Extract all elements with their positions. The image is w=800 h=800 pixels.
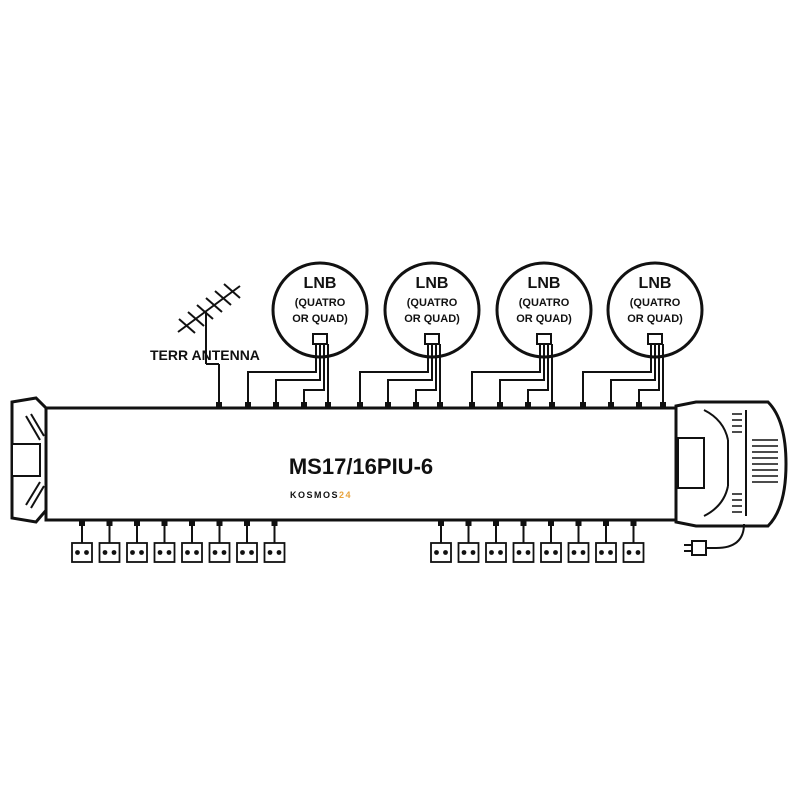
terrestrial-antenna-icon xyxy=(177,283,241,408)
lnb-subtitle-1: (QUATRO xyxy=(630,297,681,309)
input-connectors xyxy=(216,402,666,409)
output-socket-icon xyxy=(208,519,231,563)
lnb-2: LNB (QUATRO OR QUAD) xyxy=(359,261,481,408)
output-socket-icon xyxy=(98,519,121,563)
input-connector xyxy=(525,402,531,409)
right-end-cap xyxy=(674,400,788,528)
right-cap-vents xyxy=(732,413,778,513)
lnb-subtitle-2: OR QUAD) xyxy=(292,313,348,325)
input-connector xyxy=(413,402,419,409)
right-cap-slot xyxy=(677,437,705,489)
brand-logo: KOSMOS24 xyxy=(290,490,352,500)
input-connector xyxy=(580,402,586,409)
input-connector xyxy=(357,402,363,409)
output-socket-icon xyxy=(457,519,480,563)
lnb-cables xyxy=(582,333,664,408)
power-plug-icon xyxy=(684,523,745,556)
output-socket-icon xyxy=(71,519,93,563)
output-socket-icon xyxy=(512,519,535,563)
output-group-left xyxy=(71,519,286,563)
lnb-3: LNB (QUATRO OR QUAD) xyxy=(471,261,593,408)
input-connector xyxy=(301,402,307,409)
lnb-title: LNB xyxy=(528,275,561,292)
input-connector xyxy=(549,402,555,409)
lnb-subtitle-2: OR QUAD) xyxy=(516,313,572,325)
input-connector xyxy=(325,402,331,409)
lnb-1: LNB (QUATRO OR QUAD) xyxy=(247,261,369,408)
output-socket-icon xyxy=(236,519,258,563)
lnb-cables xyxy=(471,333,553,408)
brand-suffix: 24 xyxy=(339,490,352,500)
input-connector xyxy=(273,402,279,409)
multiswitch-unit: MS17/16PIU-6 KOSMOS24 xyxy=(10,396,788,528)
output-socket-icon xyxy=(430,519,452,563)
output-socket-icon xyxy=(181,519,203,563)
lnb-title: LNB xyxy=(416,275,449,292)
lnb-subtitle-2: OR QUAD) xyxy=(404,313,460,325)
lnb-subtitle-1: (QUATRO xyxy=(519,297,570,309)
input-connector xyxy=(608,402,614,409)
lnb-cables xyxy=(359,333,441,408)
output-group-right xyxy=(430,519,645,563)
brand-prefix: KOSMOS xyxy=(290,490,339,500)
lnb-title: LNB xyxy=(304,275,337,292)
terr-antenna-label: TERR ANTENNA xyxy=(150,347,260,363)
input-connector xyxy=(636,402,642,409)
left-cap-slot xyxy=(11,443,41,477)
input-connector xyxy=(469,402,475,409)
lnb-subtitle-1: (QUATRO xyxy=(407,297,458,309)
output-socket-icon xyxy=(126,519,148,563)
output-socket-icon xyxy=(485,519,507,563)
output-socket-icon xyxy=(153,519,176,563)
right-cap-ribs xyxy=(703,409,747,517)
input-connector xyxy=(660,402,666,409)
lnb-subtitle-2: OR QUAD) xyxy=(627,313,683,325)
output-socket-icon xyxy=(540,519,562,563)
lnb-4: LNB (QUATRO OR QUAD) xyxy=(582,261,704,408)
left-cap-vents xyxy=(25,413,45,509)
input-connector xyxy=(385,402,391,409)
input-connector xyxy=(245,402,251,409)
lnb-cables xyxy=(247,333,329,408)
output-socket-icon xyxy=(622,519,645,563)
input-connector xyxy=(216,402,222,409)
input-connector xyxy=(497,402,503,409)
main-housing xyxy=(44,406,678,522)
input-connector xyxy=(437,402,443,409)
lnb-subtitle-1: (QUATRO xyxy=(295,297,346,309)
model-label: MS17/16PIU-6 xyxy=(289,454,433,479)
lnb-title: LNB xyxy=(639,275,672,292)
output-socket-icon xyxy=(263,519,286,563)
output-socket-icon xyxy=(595,519,617,563)
output-socket-icon xyxy=(567,519,590,563)
